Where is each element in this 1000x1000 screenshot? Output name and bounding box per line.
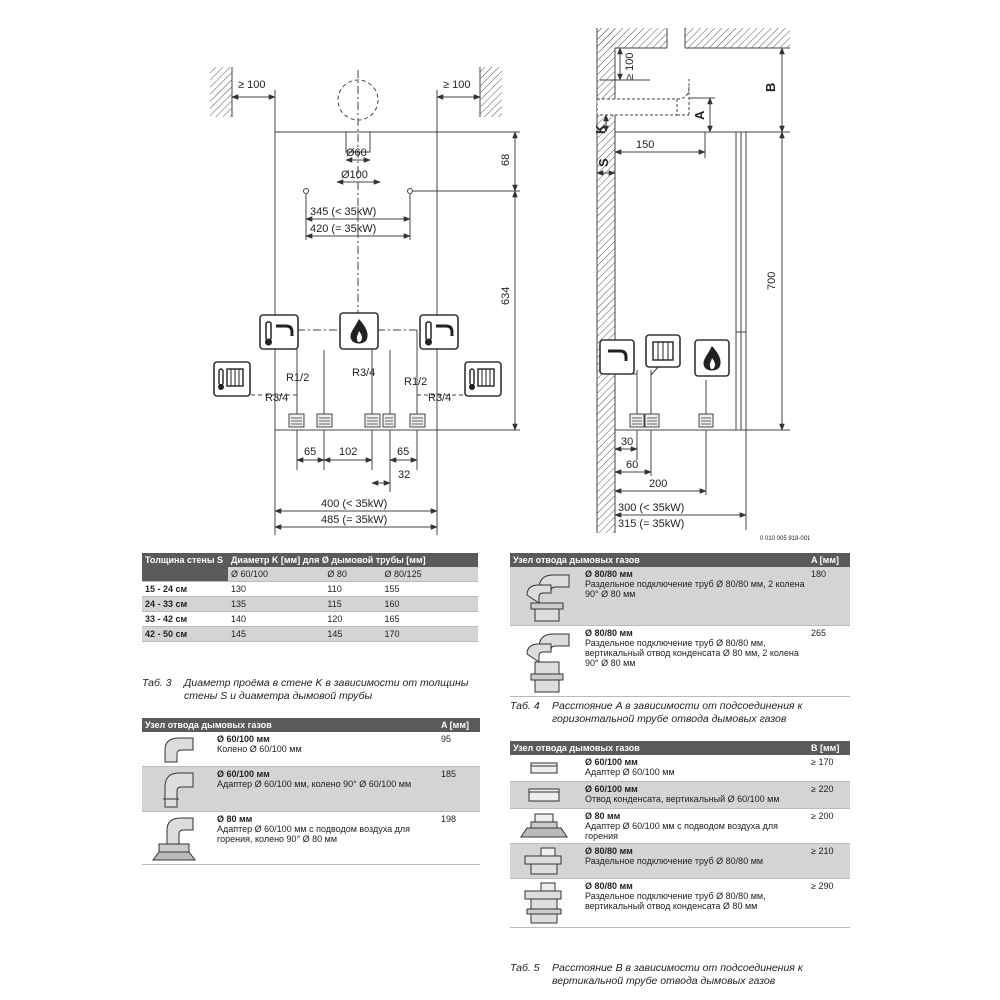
separate-pipes-80-80-icon — [526, 574, 570, 622]
dim-420: 420 (= 35kW) — [310, 223, 376, 235]
dim-32: 32 — [398, 469, 410, 481]
separate-pipes-condensate-80-80-icon — [526, 633, 570, 693]
conn-r34-right: R3/4 — [428, 392, 451, 404]
tab3-sub-60100: Ø 60/100 — [228, 567, 325, 582]
tab3-head-col2: Диаметр K [мм] для Ø дымовой трубы [мм] — [228, 553, 478, 567]
dim-60: 60 — [626, 459, 638, 471]
dim-485: 485 (= 35kW) — [321, 514, 387, 526]
flame-icon — [694, 339, 730, 377]
dim-634: 634 — [500, 287, 512, 305]
label-K: K — [593, 124, 608, 134]
dim-65-right: 65 — [397, 446, 409, 458]
hot-water-icon — [259, 314, 299, 350]
dim-300: 300 (< 35kW) — [618, 502, 684, 514]
dim-700: 700 — [766, 272, 778, 290]
tab5-head: Узел отвода дымовых газов — [510, 741, 808, 755]
adapter-air-elbow-80-icon — [152, 817, 196, 861]
adapter-elbow-60-100-icon — [163, 772, 194, 808]
pipe-diameter-inner: Ø60 — [346, 147, 367, 159]
pipe-diameter-outer: Ø100 — [341, 169, 368, 181]
label-B: B — [763, 83, 778, 92]
tab4-table: Узел отвода дымовых газов A [мм] Ø 80/80… — [510, 553, 850, 697]
tab-a1-head: Узел отвода дымовых газов — [142, 718, 438, 732]
connection-blocks-front — [288, 413, 426, 428]
conn-r12-left: R1/2 — [286, 372, 309, 384]
dim-102: 102 — [339, 446, 357, 458]
adapter-air-80-icon — [520, 813, 568, 838]
tab3-sub-80125: Ø 80/125 — [381, 567, 478, 582]
side-view — [596, 28, 790, 533]
dim-30: 30 — [621, 436, 633, 448]
condensate-vertical-60-100-icon — [528, 788, 560, 802]
conn-r34-center: R3/4 — [352, 367, 375, 379]
adapter-60-100-icon — [530, 762, 558, 774]
front-view — [210, 67, 520, 535]
doc-code: 0 010 005 918-001 — [760, 536, 811, 542]
tab4-head: Узел отвода дымовых газов — [510, 553, 808, 567]
radiator-heating-icon — [213, 361, 251, 397]
label-S: S — [596, 158, 611, 167]
dim-150: 150 — [636, 139, 654, 151]
technical-drawing: ≥ 100 ≥ 100 Ø60 Ø100 68 345 (< 35kW) 420… — [210, 28, 811, 542]
dim-345: 345 (< 35kW) — [310, 206, 376, 218]
dim-400: 400 (< 35kW) — [321, 498, 387, 510]
separate-vertical-80-80-icon — [524, 847, 562, 875]
elbow-60-100-icon — [164, 737, 194, 763]
flame-icon — [339, 312, 379, 350]
conn-r34-left: R3/4 — [265, 392, 288, 404]
radiator-heating-icon — [645, 334, 681, 368]
dim-315: 315 (= 35kW) — [618, 518, 684, 530]
tab3-sub-80: Ø 80 — [324, 567, 382, 582]
dim-65-left: 65 — [304, 446, 316, 458]
dim-ge100-side: ≥ 100 — [624, 53, 636, 80]
tab3-table: Толщина стены S Диаметр K [мм] для Ø дым… — [142, 553, 478, 642]
hot-water-icon — [419, 314, 459, 350]
tab-a1-head-val: A [мм] — [438, 718, 480, 732]
hot-water-icon — [599, 339, 635, 375]
conn-r12-right: R1/2 — [404, 376, 427, 388]
radiator-heating-icon — [464, 361, 502, 397]
dim-68: 68 — [500, 154, 512, 166]
tab3-head-col1: Толщина стены S — [142, 553, 228, 567]
tab5-head-val: B [мм] — [808, 741, 850, 755]
dim-200: 200 — [649, 478, 667, 490]
separate-vertical-condensate-80-80-icon — [524, 882, 562, 924]
tab-a-elbow-table: Узел отвода дымовых газов A [мм] Ø 60/10… — [142, 718, 480, 865]
tab5-table: Узел отвода дымовых газов B [мм] Ø 60/10… — [510, 741, 850, 928]
tab4-head-val: A [мм] — [808, 553, 850, 567]
label-A: A — [692, 110, 707, 120]
dim-top-left: ≥ 100 — [238, 79, 265, 91]
dim-top-right: ≥ 100 — [443, 79, 470, 91]
